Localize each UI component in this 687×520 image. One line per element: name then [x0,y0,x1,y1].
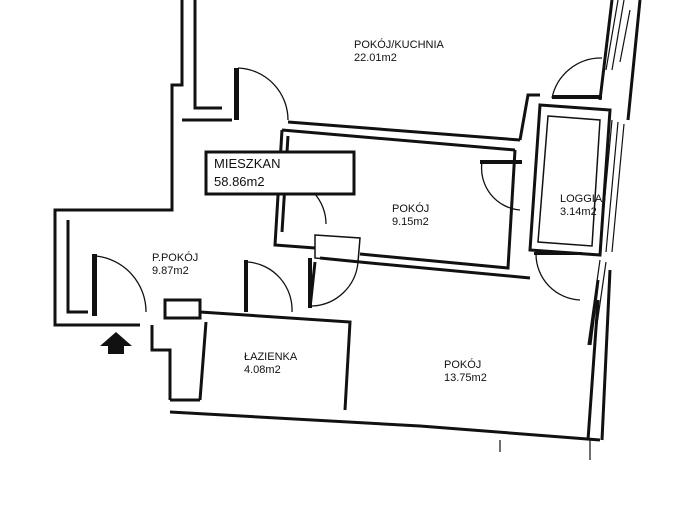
door-loggia-lower[interactable] [534,252,582,301]
room-area-room-1: 9.15m2 [392,216,429,228]
apartment-label-box: MIESZKAN 58.86m2 [204,150,356,196]
room-name-living-kitchen: POKÓJ/KUCHNIA [354,38,445,51]
room-name-bathroom: ŁAZIENKA [244,351,298,363]
room-name-room-2: POKÓJ [444,358,481,371]
room-area-living-kitchen: 22.01m2 [354,52,397,64]
door-loggia[interactable] [551,57,603,99]
room-area-bathroom: 4.08m2 [244,364,281,376]
door-room-2[interactable] [308,258,359,308]
room-name-hall: P.POKÓJ [152,251,198,264]
room-area-room-2: 13.75m2 [444,372,487,384]
outer-walls [53,0,642,442]
entry-arrow-icon [100,332,132,354]
apartment-area: 58.86m2 [214,174,265,189]
room-name-room-1: POKÓJ [392,202,429,215]
door-entry[interactable] [92,254,147,316]
room-labels: POKÓJ/KUCHNIA 22.01m2 POKÓJ 9.15m2 LOGGI… [152,38,603,384]
room-name-loggia: LOGGIA [560,193,603,205]
windows [499,0,631,460]
door-room-1[interactable] [480,160,522,211]
door-bathroom[interactable] [244,260,293,313]
door-living-room[interactable] [234,67,289,121]
room-area-loggia: 3.14m2 [560,206,597,218]
apartment-label: MIESZKAN [214,156,280,171]
room-area-hall: 9.87m2 [152,265,189,277]
